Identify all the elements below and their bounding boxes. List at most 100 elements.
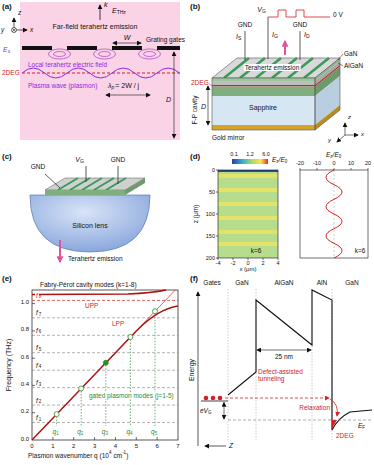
vector-label: k	[104, 1, 108, 9]
panel-a-illustration	[174, 52, 175, 138]
axis-label: Z	[229, 442, 233, 449]
tick-label: -20	[296, 160, 304, 166]
tick-label: 50	[209, 189, 215, 195]
panel-a-illustration	[112, 46, 142, 50]
panel-a-illustration	[94, 49, 116, 59]
subscript: 0	[285, 159, 288, 164]
panel-b-device	[212, 87, 315, 97]
wave-label: Plasma wave (plasmon)	[28, 82, 97, 89]
panel-b-device	[268, 10, 330, 17]
layer-label: 2DEG	[191, 79, 209, 86]
panel-b-device	[212, 96, 315, 125]
panel-d-field-map	[218, 242, 278, 246]
panel-d-field-map	[216, 159, 368, 260]
tick-label: -4	[216, 260, 221, 266]
layer-label: AlGaN	[344, 62, 363, 69]
panel-b-device	[315, 58, 340, 130]
panel-e-dispersion-plot	[32, 290, 166, 295]
panel-b-device	[212, 78, 315, 81]
panel-b-device	[224, 58, 329, 78]
panel-d-field-map	[216, 170, 278, 260]
mode-label: f	[35, 327, 39, 334]
layer-label: GaN	[344, 50, 357, 57]
tick-label: 0.4	[21, 381, 29, 388]
panel-b-device	[345, 123, 346, 135]
region-label: AlN	[317, 279, 327, 286]
panel-b-device	[300, 31, 301, 60]
panel-e-dispersion-plot	[32, 290, 178, 440]
axis-title: x (μm)	[239, 266, 256, 273]
panel-d-field-map	[300, 170, 368, 258]
panel-c-lens	[118, 166, 119, 184]
subscript: 1	[39, 417, 42, 422]
panel-f-band-diagram	[332, 420, 337, 430]
panel-d-field-map	[300, 168, 368, 170]
axis-title: /E	[333, 151, 339, 158]
axis-label: z	[348, 114, 351, 121]
axis-title: )	[126, 452, 128, 459]
branch-label: LPP	[112, 320, 124, 327]
panel-d-field-map	[218, 216, 278, 220]
tick-label: 150	[206, 233, 215, 239]
tick-label: -2	[231, 260, 236, 266]
colorbar-tick: 0.1	[230, 151, 238, 157]
part-label: Silicon lens	[72, 222, 107, 230]
panel-c-lens	[59, 240, 61, 262]
axis-title: Plasmon wavenumber q (10	[28, 452, 109, 459]
panel-d-field-map	[218, 188, 278, 192]
mode-label: q	[53, 428, 57, 435]
axis-label: y	[328, 137, 331, 144]
field-symbol: E	[112, 7, 117, 15]
subscript: z	[276, 159, 278, 164]
signal-name: I	[272, 31, 274, 39]
panel-letter: (a)	[2, 2, 12, 11]
mode-label: f	[35, 292, 39, 299]
panel-e-dispersion-plot	[32, 290, 178, 440]
tick-label: 3	[93, 443, 96, 450]
panel-b-device	[315, 105, 340, 130]
process-label: Relaxation	[299, 404, 330, 411]
mode-label: f	[35, 309, 39, 316]
panel-a-illustration	[54, 52, 66, 57]
voltage-label: 0 V	[333, 11, 343, 18]
tick-label: 1	[51, 443, 54, 450]
mode-label: f	[35, 362, 39, 369]
tick-label: -10	[313, 160, 321, 166]
part-label: Grating gates	[146, 36, 185, 43]
emission-label: Terahertz emission	[68, 255, 123, 262]
tick-label: 7	[176, 443, 179, 450]
panel-a-illustration	[20, 2, 180, 140]
panel-a-illustration	[113, 43, 141, 44]
subscript: 1	[56, 431, 59, 436]
mode-label: f	[35, 379, 39, 386]
colorbar-tick: 6.0	[262, 151, 270, 157]
field-label: Local terahertz electric field	[28, 61, 107, 68]
panel-c-lens	[45, 190, 125, 195]
panel-a-illustration	[12, 2, 181, 140]
layer-label: Sapphire	[249, 104, 277, 112]
panel-e-dispersion-plot	[153, 309, 158, 314]
tick-label: 6	[155, 443, 158, 450]
tick-label: 0	[332, 160, 335, 166]
formula: = 2W / j	[115, 82, 139, 90]
tick-label: 4	[114, 443, 117, 450]
panel-d-field-map	[218, 170, 278, 172]
panel-d-field-map	[218, 230, 278, 234]
panel-e-dispersion-plot	[128, 335, 133, 340]
axis-title: /E	[279, 156, 285, 163]
panel-c-lens	[125, 178, 145, 195]
dimension-label: D	[166, 96, 171, 104]
panel-f-band-diagram	[228, 289, 332, 440]
panel-d-field-map	[218, 174, 278, 178]
panel-d-field-map	[232, 159, 268, 164]
panel-d-field-map	[218, 202, 278, 206]
panel-a-illustration	[22, 68, 180, 78]
panel-a-illustration	[157, 46, 180, 50]
tick-label: 200	[206, 255, 215, 261]
panel-b-device	[245, 31, 246, 60]
region-label: GaN	[345, 279, 358, 286]
mode-note: Fabry-Pérot cavity modes (k=1-8)	[40, 281, 137, 288]
subscript: x	[8, 49, 11, 55]
axis-title: E	[272, 156, 276, 163]
